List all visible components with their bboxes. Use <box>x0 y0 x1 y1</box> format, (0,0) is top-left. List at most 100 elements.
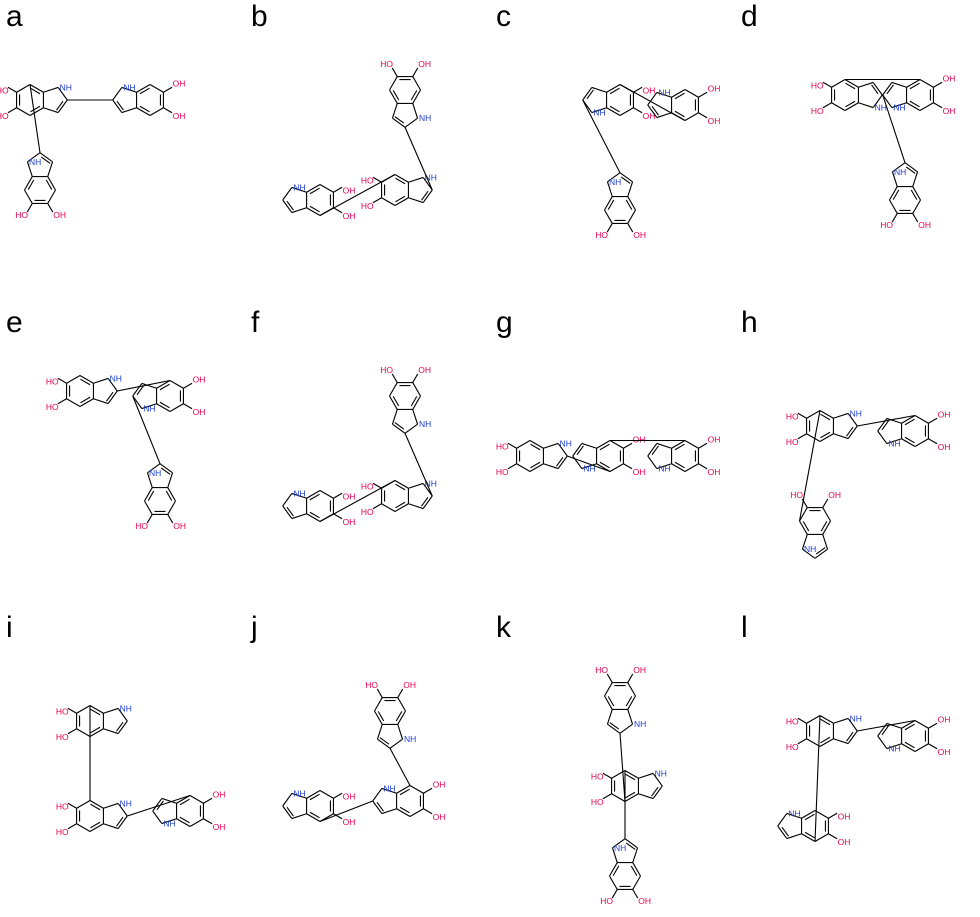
panel-letter: g <box>496 306 513 339</box>
amine-label: NH <box>120 703 132 713</box>
hydroxyl-label: OH <box>918 220 931 230</box>
amine-label: NH <box>123 82 135 92</box>
amine-label: NH <box>60 82 72 92</box>
hydroxyl-label: HO <box>595 665 608 675</box>
amine-label: NH <box>120 798 132 808</box>
amine-label: NH <box>293 788 305 798</box>
amine-label: NH <box>143 404 155 414</box>
panel-letter: b <box>251 0 268 33</box>
hydroxyl-label: HO <box>811 80 824 90</box>
hydroxyl-label: HO <box>361 507 374 517</box>
hydroxyl-label: OH <box>638 896 651 906</box>
hydroxyl-label: HO <box>786 411 799 421</box>
hydroxyl-label: HO <box>56 706 69 716</box>
hydroxyl-label: OH <box>403 680 416 690</box>
hydroxyl-label: HO <box>786 742 799 752</box>
amine-label: NH <box>894 167 906 177</box>
hydroxyl-label: OH <box>708 116 721 126</box>
hydroxyl-label: HO <box>591 797 604 807</box>
hydroxyl-label: HO <box>365 680 378 690</box>
hydroxyl-label: OH <box>938 747 951 757</box>
hydroxyl-label: OH <box>343 517 356 527</box>
amine-label: NH <box>614 843 626 853</box>
hydroxyl-label: OH <box>938 442 951 452</box>
panel-letter: c <box>496 0 511 33</box>
panel-letter: j <box>251 611 258 644</box>
amine-label: NH <box>110 373 122 383</box>
amine-label: NH <box>560 438 572 448</box>
amine-label: NH <box>419 113 431 123</box>
amine-label: NH <box>655 768 667 778</box>
hydroxyl-label: OH <box>213 822 226 832</box>
hydroxyl-label: OH <box>173 521 186 531</box>
panel-letter: k <box>496 611 511 644</box>
hydroxyl-label: HO <box>786 437 799 447</box>
hydroxyl-label: OH <box>633 665 646 675</box>
hydroxyl-label: OH <box>633 434 646 444</box>
hydroxyl-label: OH <box>643 85 656 95</box>
panel-letter: l <box>741 611 748 644</box>
panel-k: k OH HO NH HO HO NH HO OH NH <box>490 611 735 917</box>
hydroxyl-label: OH <box>193 374 206 384</box>
hydroxyl-label: HO <box>811 106 824 116</box>
amine-label: NH <box>404 734 416 744</box>
amine-label: NH <box>788 808 800 818</box>
amine-label: NH <box>583 464 595 474</box>
panel-letter: d <box>741 0 758 33</box>
amine-label: NH <box>425 478 437 488</box>
hydroxyl-label: OH <box>633 230 646 240</box>
hydroxyl-label: OH <box>838 811 851 821</box>
amine-label: NH <box>593 108 605 118</box>
panel-letter: e <box>6 306 23 339</box>
hydroxyl-label: HO <box>46 402 59 412</box>
hydroxyl-label: OH <box>633 467 646 477</box>
hydroxyl-label: HO <box>600 896 613 906</box>
amine-label: NH <box>609 177 621 187</box>
amine-label: NH <box>804 544 816 554</box>
hydroxyl-label: HO <box>361 201 374 211</box>
hydroxyl-label: OH <box>418 365 431 375</box>
hydroxyl-label: OH <box>943 73 956 83</box>
amine-label: NH <box>293 182 305 192</box>
hydroxyl-label: HO <box>56 732 69 742</box>
hydroxyl-label: OH <box>938 714 951 724</box>
hydroxyl-label: OH <box>343 817 356 827</box>
amine-label: NH <box>875 103 887 113</box>
hydroxyl-label: OH <box>828 490 841 500</box>
hydroxyl-label: HO <box>591 771 604 781</box>
hydroxyl-label: HO <box>595 230 608 240</box>
hydroxyl-label: OH <box>173 111 186 121</box>
hydroxyl-label: OH <box>708 467 721 477</box>
hydroxyl-label: HO <box>0 111 9 121</box>
hydroxyl-label: OH <box>708 83 721 93</box>
panel-letter: i <box>6 611 13 644</box>
hydroxyl-label: HO <box>496 467 509 477</box>
hydroxyl-label: OH <box>343 491 356 501</box>
hydroxyl-label: HO <box>56 827 69 837</box>
amine-label: NH <box>383 783 395 793</box>
amine-label: NH <box>163 819 175 829</box>
hydroxyl-label: OH <box>173 78 186 88</box>
amine-label: NH <box>425 172 437 182</box>
hydroxyl-label: OH <box>943 106 956 116</box>
hydroxyl-label: HO <box>786 716 799 726</box>
hydroxyl-label: OH <box>433 779 446 789</box>
panel-letter: h <box>741 306 758 339</box>
hydroxyl-label: HO <box>46 376 59 386</box>
amine-label: NH <box>888 439 900 449</box>
amine-label: NH <box>658 87 670 97</box>
amine-label: NH <box>634 719 646 729</box>
